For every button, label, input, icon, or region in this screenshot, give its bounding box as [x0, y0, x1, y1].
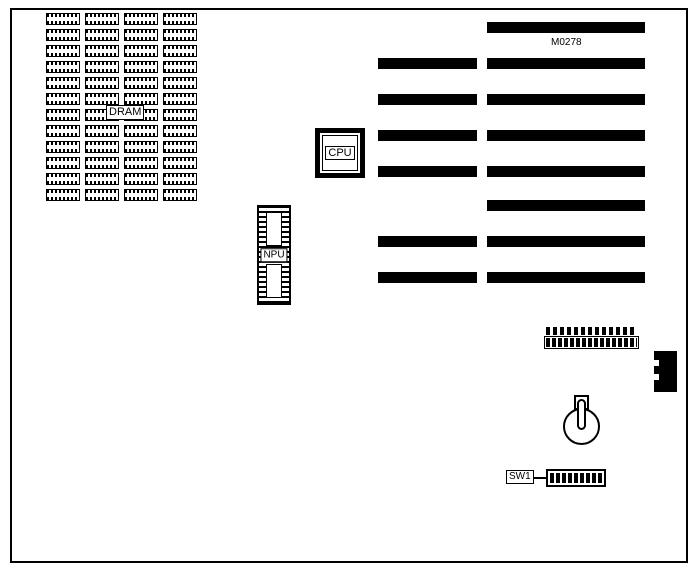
keyboard-connector	[654, 351, 677, 392]
expansion-slot	[487, 200, 645, 211]
dram-chip	[46, 29, 80, 41]
dram-chip	[124, 61, 158, 73]
dram-chip	[85, 189, 119, 201]
dram-chip	[163, 29, 197, 41]
expansion-slot-extension	[378, 130, 477, 141]
dram-chip	[46, 61, 80, 73]
dram-chip	[46, 13, 80, 25]
dram-chip	[124, 93, 158, 105]
dram-chip	[124, 173, 158, 185]
dram-chip	[124, 189, 158, 201]
dram-chip	[163, 93, 197, 105]
expansion-slot	[487, 22, 645, 33]
npu-socket: NPU	[257, 205, 291, 305]
expansion-slot-extension	[378, 58, 477, 69]
dram-chip	[85, 45, 119, 57]
cpu-label: CPU	[325, 145, 355, 161]
model-number-label: M0278	[551, 37, 582, 48]
dram-chip	[85, 173, 119, 185]
dram-chip	[46, 157, 80, 169]
expansion-slot	[487, 94, 645, 105]
dram-chip	[163, 77, 197, 89]
dram-chip	[163, 45, 197, 57]
dram-chip	[46, 93, 80, 105]
dram-chip	[163, 189, 197, 201]
dram-chip	[163, 13, 197, 25]
dram-chip	[124, 29, 158, 41]
expansion-slot-extension	[378, 166, 477, 177]
expansion-slot	[487, 236, 645, 247]
dram-chip	[46, 125, 80, 137]
dram-chip	[85, 13, 119, 25]
dram-chip	[124, 141, 158, 153]
expansion-slot	[487, 166, 645, 177]
dram-label: DRAM	[106, 105, 145, 120]
dram-chip	[124, 77, 158, 89]
expansion-slot-extension	[378, 94, 477, 105]
dram-chip	[163, 61, 197, 73]
expansion-slot-extension	[378, 272, 477, 283]
dram-chip	[46, 189, 80, 201]
diagram-border	[10, 8, 688, 563]
keyboard-connector-notch	[654, 374, 659, 380]
dram-chip	[124, 45, 158, 57]
dram-chip	[85, 61, 119, 73]
npu-socket-window-bottom	[266, 264, 282, 298]
dram-chip	[124, 157, 158, 169]
connector-bar	[544, 336, 639, 349]
dip-switch	[546, 469, 606, 487]
npu-socket-window-top	[266, 212, 282, 246]
expansion-slot-extension	[378, 236, 477, 247]
dram-chip	[124, 13, 158, 25]
cpu-chip: CPU	[315, 128, 365, 178]
dram-chip	[163, 173, 197, 185]
dram-chip	[163, 109, 197, 121]
dram-chip	[124, 125, 158, 137]
dram-chip	[85, 77, 119, 89]
dram-chip	[85, 157, 119, 169]
pin-header-row	[546, 327, 637, 335]
expansion-slot	[487, 58, 645, 69]
sw1-label: SW1	[506, 470, 534, 484]
dram-chip	[46, 109, 80, 121]
expansion-slot	[487, 272, 645, 283]
connector-bar-pins	[546, 338, 637, 347]
expansion-slot	[487, 130, 645, 141]
dram-chip	[163, 157, 197, 169]
npu-label: NPU	[260, 248, 288, 262]
dram-chip	[163, 141, 197, 153]
dram-chip	[46, 173, 80, 185]
cpu-chip-inner-outline	[322, 135, 358, 171]
battery-stem	[577, 399, 586, 430]
dram-chip	[46, 77, 80, 89]
sw1-leader-line	[533, 477, 546, 479]
dram-chip	[85, 93, 119, 105]
keyboard-connector-notch	[654, 360, 659, 366]
dram-chip	[46, 45, 80, 57]
dip-switch-toggles	[550, 473, 602, 483]
dram-chip	[163, 125, 197, 137]
dram-chip	[85, 141, 119, 153]
dram-chip	[85, 29, 119, 41]
dram-chip	[85, 125, 119, 137]
dram-chip	[46, 141, 80, 153]
